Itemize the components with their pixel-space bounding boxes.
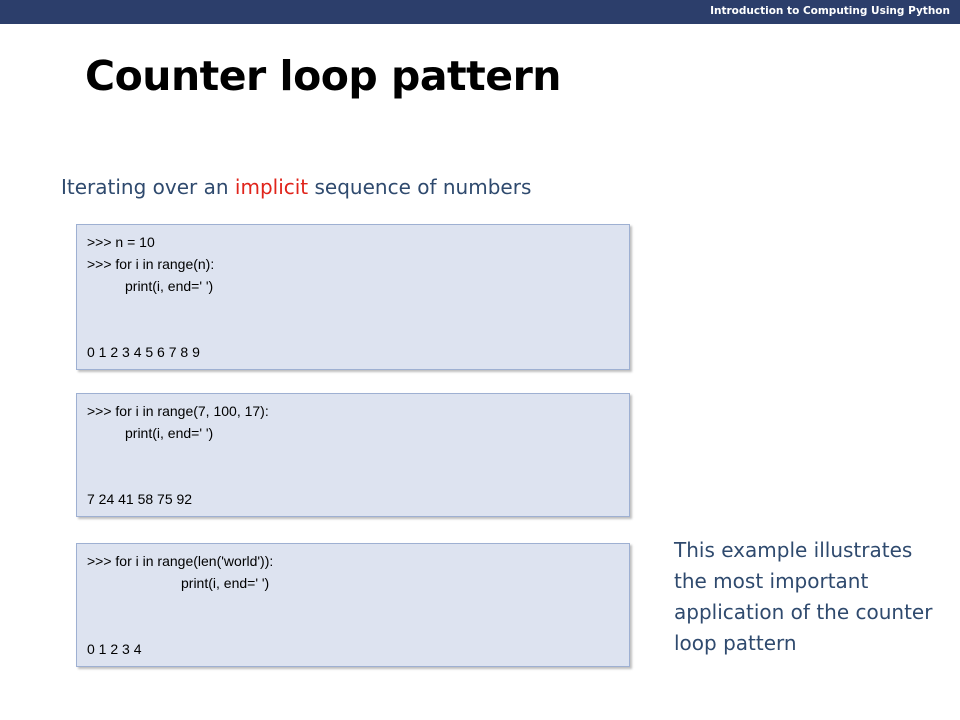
slide-subtitle: Iterating over an implicit sequence of n… bbox=[61, 175, 531, 199]
code-block-range-len: >>> for i in range(len('world')): print(… bbox=[76, 543, 630, 667]
explanation-note: This example illustrates the most import… bbox=[674, 538, 933, 655]
code-line: print(i, end=' ') bbox=[181, 575, 270, 591]
code-output: 0 1 2 3 4 bbox=[87, 641, 142, 657]
course-title: Introduction to Computing Using Python bbox=[710, 5, 950, 17]
code-block-range-n: >>> n = 10 >>> for i in range(n): print(… bbox=[76, 224, 630, 370]
subtitle-text-start: Iterating over an bbox=[61, 175, 235, 199]
code-line: print(i, end=' ') bbox=[125, 425, 214, 441]
code-output: 0 1 2 3 4 5 6 7 8 9 bbox=[87, 344, 200, 360]
code-line: print(i, end=' ') bbox=[125, 278, 214, 294]
subtitle-text-end: sequence of numbers bbox=[308, 175, 532, 199]
subtitle-accent-word: implicit bbox=[234, 175, 309, 199]
slide-title: Counter loop pattern bbox=[85, 52, 561, 100]
code-block-range-step: >>> for i in range(7, 100, 17): print(i,… bbox=[76, 393, 630, 517]
code-output: 7 24 41 58 75 92 bbox=[87, 491, 193, 507]
code-line: >>> for i in range(7, 100, 17): bbox=[87, 403, 269, 419]
code-line: >>> for i in range(n): bbox=[87, 256, 215, 272]
header-bar: Introduction to Computing Using Python bbox=[0, 0, 960, 24]
code-line: >>> for i in range(len('world')): bbox=[87, 553, 274, 569]
code-line: >>> n = 10 bbox=[87, 234, 155, 250]
